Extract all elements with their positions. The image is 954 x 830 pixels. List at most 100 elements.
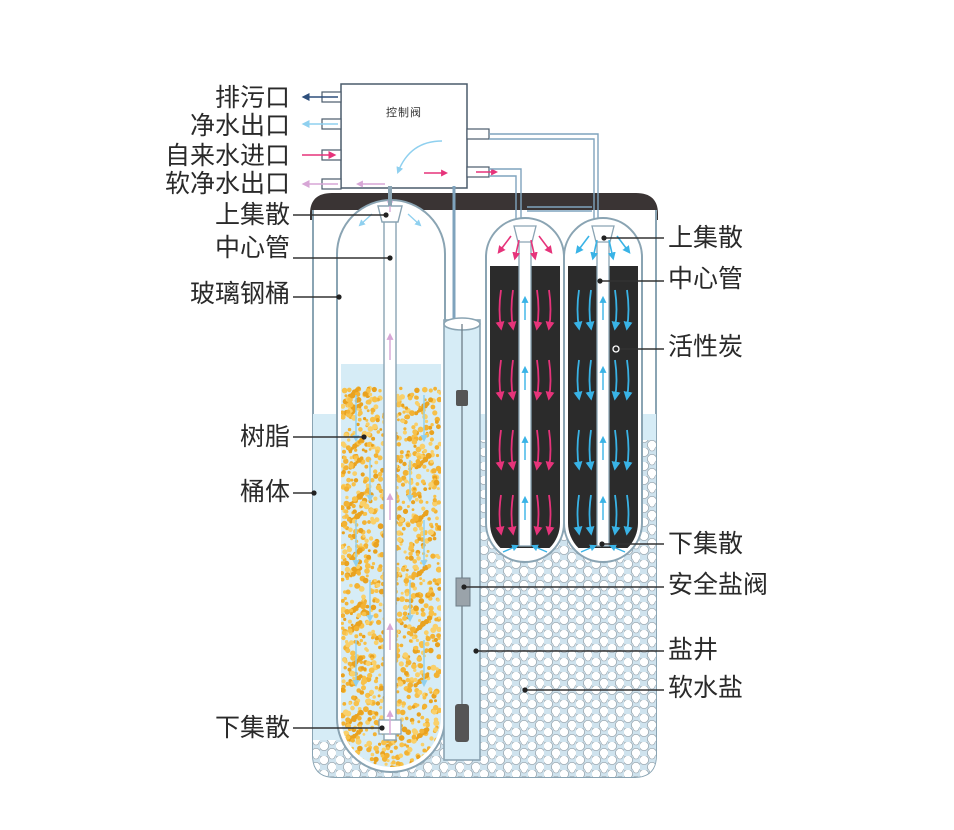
resin-granule	[346, 477, 351, 483]
resin-granule	[359, 456, 364, 461]
resin-granule	[364, 647, 368, 651]
resin-granule	[362, 520, 367, 525]
resin-granule	[364, 538, 369, 543]
resin-granule	[350, 680, 355, 685]
resin-granule	[343, 458, 349, 464]
carbon-filter-2-arrows	[573, 235, 633, 553]
label-tap-in: 自来水进口	[165, 141, 290, 170]
resin-granule	[354, 583, 360, 589]
resin-granule	[428, 487, 432, 490]
brine-float	[456, 390, 468, 406]
arrow-icon	[573, 429, 583, 471]
label-center-pipe-right: 中心管	[668, 264, 743, 293]
resin-granule	[433, 690, 439, 696]
resin-granule	[420, 479, 426, 484]
resin-granule	[419, 443, 426, 450]
resin-granule	[367, 709, 374, 716]
resin-granule	[423, 448, 428, 454]
resin-granule	[342, 702, 347, 706]
resin-granule	[346, 547, 353, 553]
resin-granule	[365, 574, 369, 578]
resin-granule	[433, 727, 438, 733]
resin-granule	[402, 410, 406, 414]
resin-granule	[416, 656, 423, 662]
resin-granule	[370, 478, 375, 483]
resin-granule	[365, 660, 371, 667]
arrow-icon	[573, 494, 583, 536]
arrow-icon	[533, 289, 543, 331]
resin-granule	[414, 497, 419, 502]
resin-granule	[425, 554, 429, 558]
resin-granule	[416, 556, 421, 561]
resin-granule	[345, 648, 351, 654]
arrow-icon	[611, 429, 621, 471]
resin-granule	[424, 693, 428, 696]
resin-granule	[362, 430, 367, 435]
resin-granule	[429, 736, 434, 741]
resin-granule	[413, 514, 419, 521]
resin-granule	[405, 456, 409, 459]
resin-granule	[344, 566, 351, 573]
resin-granule	[430, 592, 436, 597]
resin-granule	[415, 672, 420, 678]
resin-granule	[411, 721, 415, 725]
resin-granule	[350, 655, 356, 661]
resin-granule	[414, 422, 418, 427]
resin-granule	[417, 720, 421, 724]
resin-granule	[341, 598, 345, 603]
resin-granule	[411, 737, 417, 744]
resin-granule	[409, 410, 415, 416]
resin-granule	[412, 559, 418, 564]
resin-granule	[417, 426, 424, 433]
resin-granule	[400, 591, 404, 595]
resin-granule	[359, 638, 363, 643]
resin-granule	[406, 436, 413, 442]
resin-granule	[421, 506, 426, 511]
resin-granule	[419, 526, 424, 531]
resin-granule	[343, 465, 349, 471]
resin-granule	[358, 427, 363, 432]
resin-granule	[399, 386, 403, 391]
resin-granule	[398, 753, 404, 758]
resin-granule	[436, 562, 440, 565]
resin-granule	[411, 705, 416, 709]
resin-granule	[427, 563, 432, 569]
resin-granule	[352, 462, 357, 467]
resin-granule	[342, 455, 347, 460]
resin-granule	[418, 405, 422, 409]
resin-granule	[426, 468, 430, 472]
resin-granule	[357, 655, 364, 661]
resin-granule	[378, 602, 383, 607]
arrow-icon	[507, 494, 517, 536]
resin-granule	[351, 566, 357, 572]
resin-granule	[350, 665, 354, 669]
arrow-icon	[507, 289, 517, 331]
resin-granule	[349, 392, 356, 399]
resin-granule	[361, 678, 368, 685]
resin-granule	[375, 484, 382, 491]
resin-granule	[409, 683, 413, 687]
resin-granule	[374, 517, 380, 523]
resin-granule	[404, 582, 408, 587]
resin-granule	[351, 496, 358, 502]
arrow-icon	[585, 289, 595, 331]
resin-granule	[423, 487, 428, 491]
resin-granule	[341, 520, 348, 527]
resin-granule	[428, 481, 434, 488]
arrow-icon	[623, 359, 633, 401]
resin-granule	[350, 478, 354, 482]
resin-granule	[402, 461, 407, 467]
resin-granule	[347, 518, 351, 522]
label-clean-out: 净水出口	[190, 111, 290, 140]
resin-granule	[428, 605, 434, 611]
resin-granule	[374, 598, 380, 604]
resin-granule	[428, 441, 433, 446]
label-soft-clean-out: 软净水出口	[165, 169, 290, 198]
resin-granule	[408, 555, 414, 561]
resin-granule	[368, 689, 375, 696]
resin-tank	[336, 186, 446, 773]
resin-granule	[436, 707, 441, 714]
arrow-icon	[585, 494, 595, 536]
resin-granule	[368, 667, 375, 674]
resin-granule	[427, 517, 431, 521]
